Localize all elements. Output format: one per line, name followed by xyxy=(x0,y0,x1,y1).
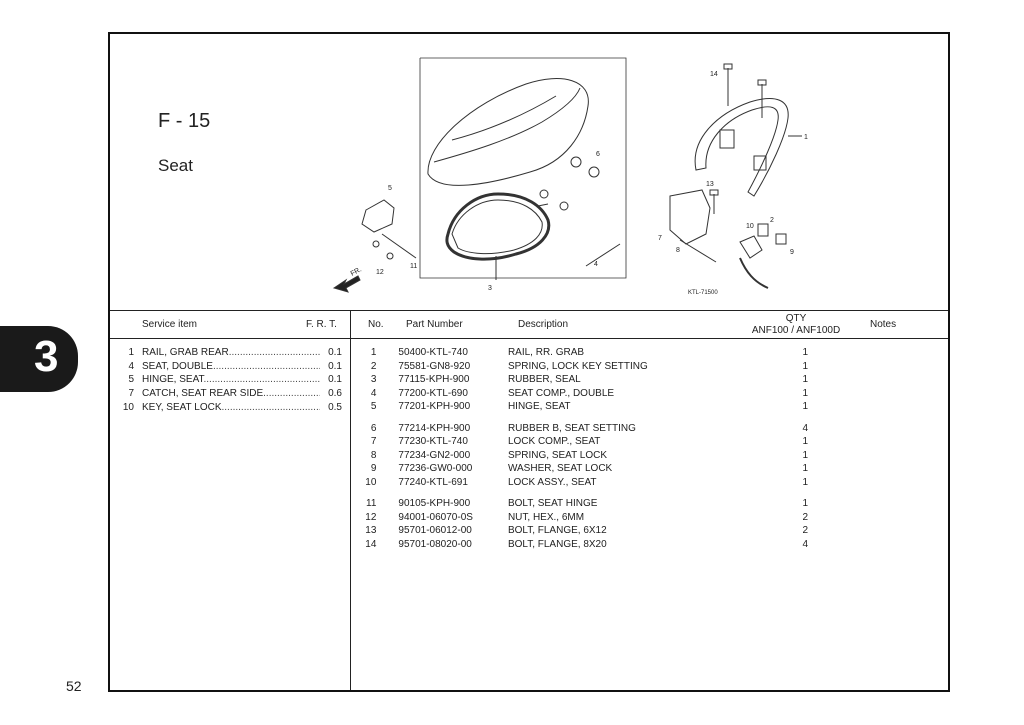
callout-5: 5 xyxy=(388,185,392,192)
exploded-diagram: 1 2 3 4 5 6 7 8 9 10 11 12 13 14 FR. KTL… xyxy=(332,57,808,296)
header-frt: F. R. T. xyxy=(306,319,337,330)
callout-11: 11 xyxy=(410,263,417,270)
table-top-rule xyxy=(110,310,948,311)
header-service-item: Service item xyxy=(142,319,198,330)
page-number: 52 xyxy=(66,678,82,694)
header-qty: QTY xyxy=(785,313,807,324)
header-model: ANF100 / ANF100D xyxy=(751,325,841,336)
front-arrow xyxy=(332,275,361,293)
section-tab: 3 xyxy=(0,326,78,392)
grab-rail xyxy=(694,98,789,197)
header-part-number: Part Number xyxy=(406,319,463,330)
figure-code: F - 15 xyxy=(158,110,211,132)
seal-rubber xyxy=(445,192,551,261)
callout-14: 14 xyxy=(710,71,718,78)
callout-6: 6 xyxy=(596,151,600,158)
figure-ref-code: KTL-71500 xyxy=(688,290,718,296)
callout-1: 1 xyxy=(804,134,808,141)
table-header-rule xyxy=(110,338,948,339)
header-no: No. xyxy=(368,319,384,330)
header-notes: Notes xyxy=(870,319,897,330)
callout-12: 12 xyxy=(376,269,384,276)
parts-sheet: F - 15 Seat xyxy=(108,32,950,692)
callout-13: 13 xyxy=(706,181,714,188)
callout-4: 4 xyxy=(594,261,598,268)
callout-9: 9 xyxy=(790,249,794,256)
lock-assy xyxy=(739,235,763,259)
figure-title: Seat xyxy=(158,156,193,175)
seat-box-outline xyxy=(419,57,627,279)
callout-10: 10 xyxy=(746,223,754,230)
callout-2: 2 xyxy=(770,217,774,224)
header-description: Description xyxy=(518,319,569,330)
direction-label: FR. xyxy=(350,266,363,278)
callout-3: 3 xyxy=(488,285,492,292)
table-divider xyxy=(350,310,351,690)
section-tab-number: 3 xyxy=(34,332,59,381)
callout-8: 8 xyxy=(676,247,680,254)
callout-7: 7 xyxy=(658,235,662,242)
seat-cushion xyxy=(427,78,589,186)
seat-lock xyxy=(669,189,711,245)
seat-hinge xyxy=(361,199,395,233)
